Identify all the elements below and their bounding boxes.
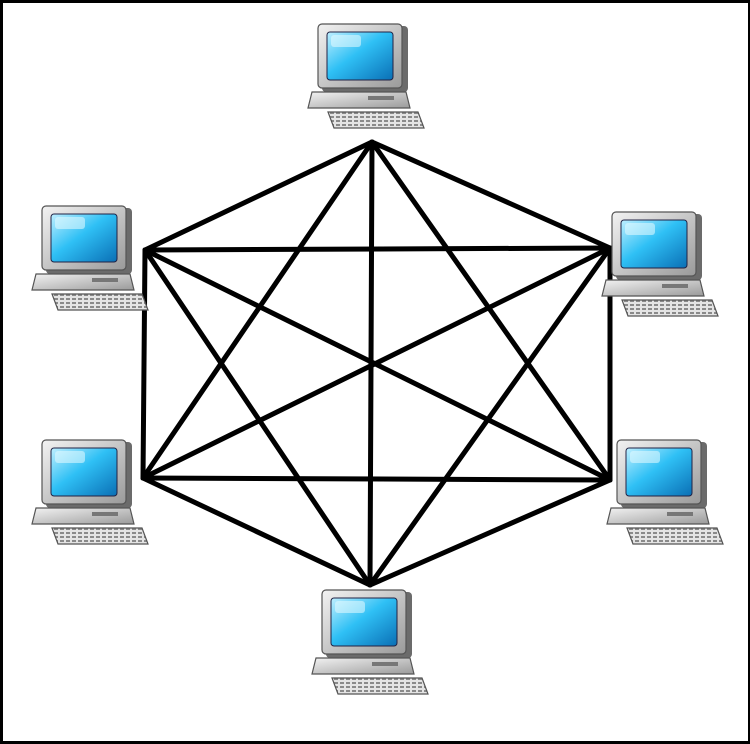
link-lower-left-lower-right: [143, 478, 610, 480]
desktop-computer-upper-left-icon: [32, 206, 148, 310]
links-layer: [143, 142, 610, 585]
desktop-computer-bottom-icon: [312, 590, 428, 694]
desktop-computer-upper-right-icon: [602, 212, 718, 316]
link-top-lower-left: [143, 142, 372, 478]
link-upper-left-upper-right: [145, 248, 610, 250]
link-upper-left-bottom: [145, 250, 370, 585]
desktop-computer-top-icon: [308, 24, 424, 128]
nodes-layer: [32, 24, 723, 694]
desktop-computer-lower-left-icon: [32, 440, 148, 544]
link-upper-left-lower-left: [143, 250, 145, 478]
desktop-computer-lower-right-icon: [607, 440, 723, 544]
